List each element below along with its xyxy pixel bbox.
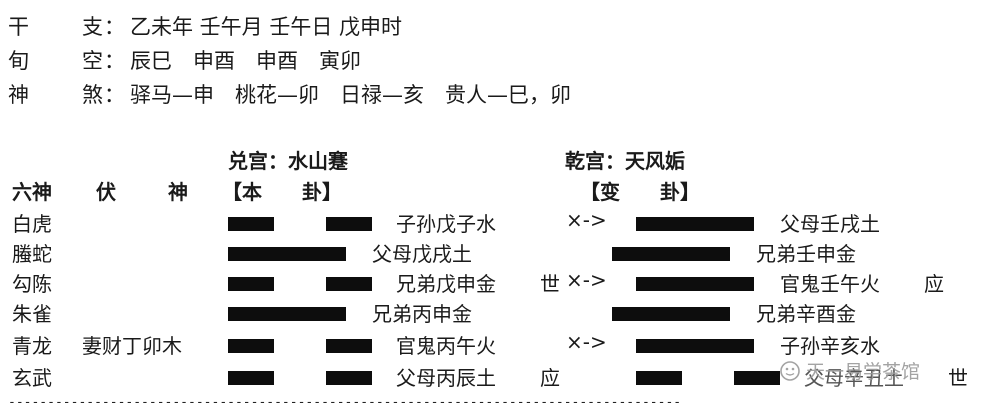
header-label-xun: 旬 bbox=[8, 49, 29, 73]
header-label-gan: 干 bbox=[8, 15, 29, 39]
yin-segment bbox=[326, 371, 372, 385]
header-colon: ： bbox=[104, 83, 125, 107]
yang-segment bbox=[228, 307, 346, 321]
bian-yao-line bbox=[636, 217, 754, 231]
bian-yao-line bbox=[636, 277, 754, 291]
col-header-ben: 【本 卦】 bbox=[222, 180, 342, 204]
yin-segment bbox=[636, 371, 682, 385]
bian-yao-text: 兄弟壬申金 bbox=[756, 242, 856, 266]
bian-yao-text: 官鬼壬午火 bbox=[780, 272, 880, 296]
bian-yao-text: 父母辛丑土 bbox=[804, 366, 904, 390]
liushen-label: 勾陈 bbox=[12, 272, 52, 296]
bian-yao-line bbox=[636, 371, 780, 385]
ben-yao-line bbox=[228, 371, 372, 385]
liushen-label: 青龙 bbox=[12, 334, 52, 358]
liushen-label: 朱雀 bbox=[12, 302, 52, 326]
shiying-mark: 应 bbox=[924, 272, 944, 296]
yang-segment bbox=[228, 247, 346, 261]
liushen-label: 螣蛇 bbox=[12, 242, 52, 266]
col-header-liushen: 六神 bbox=[12, 180, 52, 204]
liushen-label: 玄武 bbox=[12, 366, 52, 390]
watermark: 天一易学茶馆 bbox=[780, 357, 920, 384]
bian-yao-text: 子孙辛亥水 bbox=[780, 334, 880, 358]
yin-segment bbox=[228, 277, 274, 291]
bian-yao-text: 父母壬戌土 bbox=[780, 212, 880, 236]
ben-yao-line bbox=[228, 339, 372, 353]
header-key-kong: 空 bbox=[82, 49, 103, 73]
shensha-value: 驿马—申 桃花—卯 日禄—亥 贵人—巳，卯 bbox=[130, 83, 571, 107]
bian-yao-text: 兄弟辛酉金 bbox=[756, 302, 856, 326]
bian-yao-line bbox=[612, 247, 730, 261]
change-arrow: ×-> bbox=[566, 268, 607, 292]
ben-yao-text: 兄弟丙申金 bbox=[372, 302, 472, 326]
ben-yao-text: 官鬼丙午火 bbox=[396, 334, 496, 358]
yin-segment bbox=[228, 371, 274, 385]
yin-segment bbox=[326, 339, 372, 353]
change-arrow: ×-> bbox=[566, 208, 607, 232]
header-colon: ： bbox=[104, 15, 125, 39]
ben-yao-line bbox=[228, 247, 346, 261]
header-key-zhi: 支 bbox=[82, 15, 103, 39]
ben-yao-line bbox=[228, 307, 346, 321]
bottom-divider: ----------------------------------------… bbox=[8, 395, 682, 410]
wechat-icon bbox=[780, 360, 800, 381]
yang-segment bbox=[636, 339, 754, 353]
ben-gua-title: 兑宫：水山蹇 bbox=[228, 149, 348, 173]
ben-yao-text: 兄弟戊申金 bbox=[396, 272, 496, 296]
fushen-label: 妻财丁卯木 bbox=[82, 334, 182, 358]
ben-yao-text: 父母戊戌土 bbox=[372, 242, 472, 266]
yang-segment bbox=[612, 307, 730, 321]
shiying-mark: 应 bbox=[540, 366, 560, 390]
ganzhi-value: 乙未年 壬午月 壬午日 戊申时 bbox=[130, 15, 403, 39]
yin-segment bbox=[228, 217, 274, 231]
yang-segment bbox=[636, 277, 754, 291]
yin-segment bbox=[326, 277, 372, 291]
xunkong-value: 辰巳 申酉 申酉 寅卯 bbox=[130, 49, 361, 73]
header-colon: ： bbox=[104, 49, 125, 73]
header-key-sha: 煞 bbox=[82, 83, 103, 107]
yin-segment bbox=[228, 339, 274, 353]
yin-segment bbox=[734, 371, 780, 385]
liushen-label: 白虎 bbox=[12, 212, 52, 236]
bian-yao-line bbox=[612, 307, 730, 321]
watermark-text: 天一易学茶馆 bbox=[806, 361, 921, 383]
bian-yao-line bbox=[636, 339, 754, 353]
bian-gua-title: 乾宫：天风姤 bbox=[565, 149, 685, 173]
col-header-shen: 神 bbox=[168, 180, 188, 204]
header-label-shen: 神 bbox=[8, 83, 29, 107]
ben-yao-text: 父母丙辰土 bbox=[396, 366, 496, 390]
change-arrow: ×-> bbox=[566, 330, 607, 354]
shiying-mark: 世 bbox=[948, 366, 968, 390]
yin-segment bbox=[326, 217, 372, 231]
ben-yao-line bbox=[228, 277, 372, 291]
col-header-fu: 伏 bbox=[96, 180, 116, 204]
yang-segment bbox=[636, 217, 754, 231]
shiying-mark: 世 bbox=[540, 272, 560, 296]
yang-segment bbox=[612, 247, 730, 261]
col-header-bian: 【变 卦】 bbox=[580, 180, 700, 204]
ben-yao-line bbox=[228, 217, 372, 231]
ben-yao-text: 子孙戊子水 bbox=[396, 212, 496, 236]
